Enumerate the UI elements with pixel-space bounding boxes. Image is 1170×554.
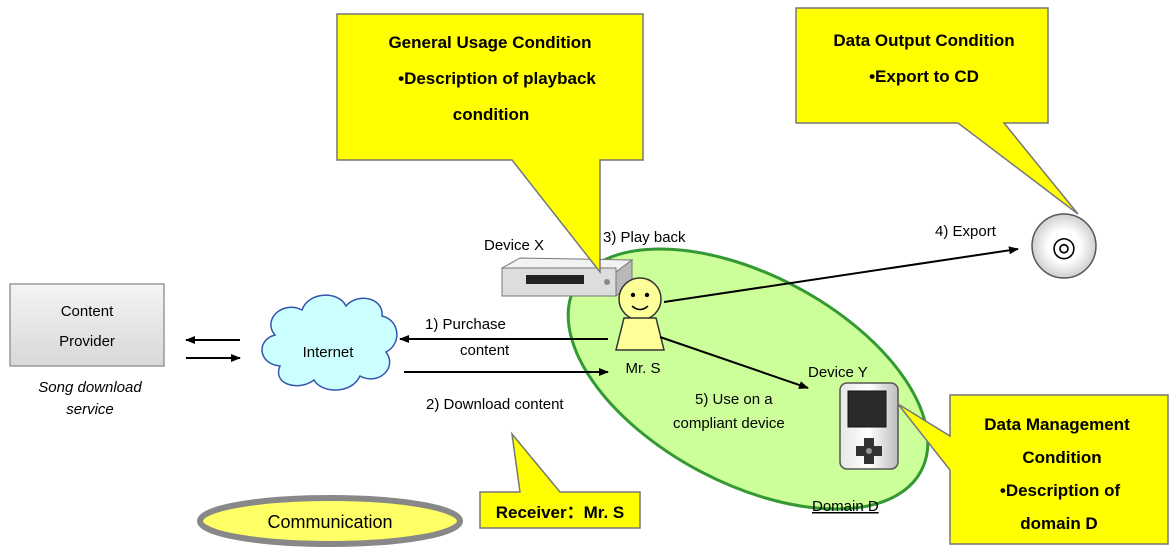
export-arrow <box>663 246 1019 303</box>
playback-label: 3) Play back <box>603 229 686 246</box>
device-x-icon <box>500 257 634 297</box>
internet-cloud: Internet <box>261 294 398 391</box>
content-provider-line-2: Provider <box>59 333 115 350</box>
domain-d-label: Domain D <box>812 498 879 515</box>
data-output-line-1: Data Output Condition <box>833 31 1014 50</box>
download-label: 2) Download content <box>426 396 564 413</box>
provider-caption-line-1: Song download <box>38 379 142 396</box>
disc-symbol: ◎ <box>1052 231 1076 262</box>
device-x-label: Device X <box>484 237 544 254</box>
purchase-label-line-1: 1) Purchase <box>425 316 506 333</box>
mr-s-person <box>615 277 665 351</box>
compliant-label-line-2: compliant device <box>673 415 785 432</box>
general-usage-line-3: condition <box>453 105 529 124</box>
content-provider-box: Content Provider <box>9 283 165 367</box>
data-management-line-4: domain D <box>1020 514 1097 533</box>
content-provider-line-1: Content <box>61 303 114 320</box>
data-management-line-3: •Description of <box>1000 481 1121 500</box>
device-y-label: Device Y <box>808 364 868 381</box>
callout-data-output: Data Output Condition •Export to CD <box>795 7 1079 215</box>
data-output-line-2: •Export to CD <box>869 67 979 86</box>
general-usage-line-1: General Usage Condition <box>388 33 591 52</box>
device-y-icon <box>839 382 899 470</box>
callout-general-usage: General Usage Condition •Description of … <box>336 13 644 275</box>
mr-s-label: Mr. S <box>625 360 660 377</box>
communication-label: Communication <box>267 512 392 532</box>
provider-caption-line-2: service <box>66 401 114 418</box>
receiver-label: Receiver：Mr. S <box>496 503 625 522</box>
compliant-label-line-1: 5) Use on a <box>695 391 773 408</box>
callout-receiver: Receiver：Mr. S <box>479 431 641 529</box>
export-label: 4) Export <box>935 223 997 240</box>
callout-data-management: Data Management Condition •Description o… <box>897 394 1169 545</box>
data-management-line-2: Condition <box>1022 448 1101 467</box>
purchase-label-line-2: content <box>460 342 510 359</box>
data-management-line-1: Data Management <box>984 415 1130 434</box>
compliant-device-arrow <box>659 336 809 389</box>
internet-label: Internet <box>303 344 355 361</box>
communication-ellipse: Communication <box>197 495 463 547</box>
cd-disc-icon: ◎ <box>1031 213 1097 279</box>
general-usage-line-2: •Description of playback <box>398 69 596 88</box>
